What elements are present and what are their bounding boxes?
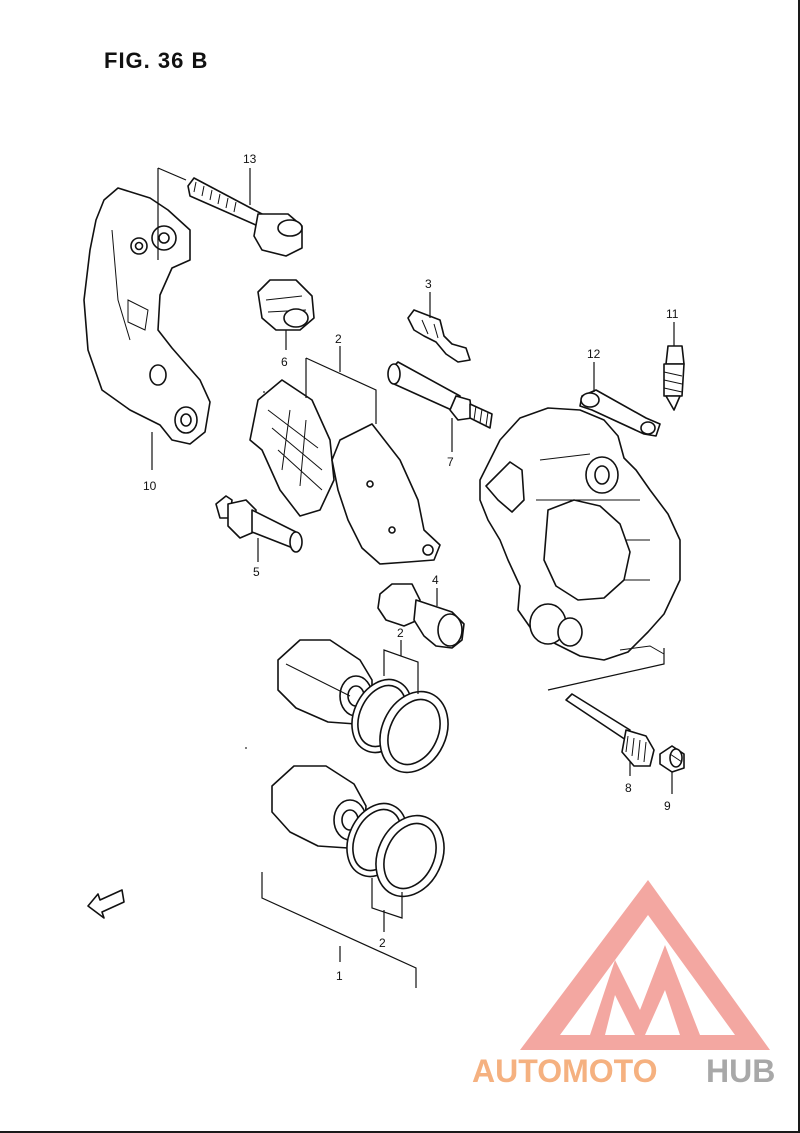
- bolt-9: [565, 693, 655, 767]
- bracket-1: [261, 872, 417, 988]
- figure-title: FIG. 36 B: [104, 48, 209, 73]
- caliper-body: [479, 407, 681, 661]
- part-label-11: 10: [143, 479, 157, 493]
- bleeder-valve-12: [663, 345, 685, 411]
- part-label-8: 7: [447, 455, 454, 469]
- slide-pin-8: [387, 361, 493, 429]
- watermark-brand-left: AUTOMOTO: [472, 1053, 657, 1089]
- boot-7: [257, 279, 315, 331]
- brake-pads-3: [249, 379, 441, 565]
- part-label-4: 3: [425, 277, 432, 291]
- pad-spring-4: [407, 309, 471, 363]
- leader-9-corner: [547, 648, 665, 691]
- part-label-12: 11: [666, 307, 679, 321]
- watermark-brand-right: HUB: [706, 1053, 775, 1089]
- seal-lower-outer: [375, 814, 445, 898]
- bolt-14: [187, 177, 303, 257]
- part-label-6: 5: [253, 565, 260, 579]
- part-label-5: 4: [432, 573, 439, 587]
- part-label-2-upper: 2: [397, 626, 404, 640]
- part-label-2-lower: 2: [379, 936, 386, 950]
- watermark-logo: [520, 880, 770, 1050]
- part-label-9: 8: [625, 781, 632, 795]
- part-label-13: 12: [587, 347, 601, 361]
- caliper-bracket: [83, 187, 211, 445]
- pin-6: [215, 495, 303, 553]
- cap-10: [659, 745, 685, 773]
- part-label-1: 1: [336, 969, 343, 983]
- watermark-brand: AUTOMOTO HUB: [472, 1053, 775, 1089]
- fwd-arrow-icon: FWD: [87, 889, 125, 919]
- part-label-10: 9: [664, 799, 671, 813]
- sleeve-5: [377, 583, 465, 649]
- part-label-7: 6: [281, 355, 288, 369]
- part-label-3: 2: [335, 332, 342, 346]
- part-label-14: 13: [243, 152, 257, 166]
- seal-upper-outer: [379, 690, 449, 774]
- bleeder-cap-13: [579, 389, 661, 437]
